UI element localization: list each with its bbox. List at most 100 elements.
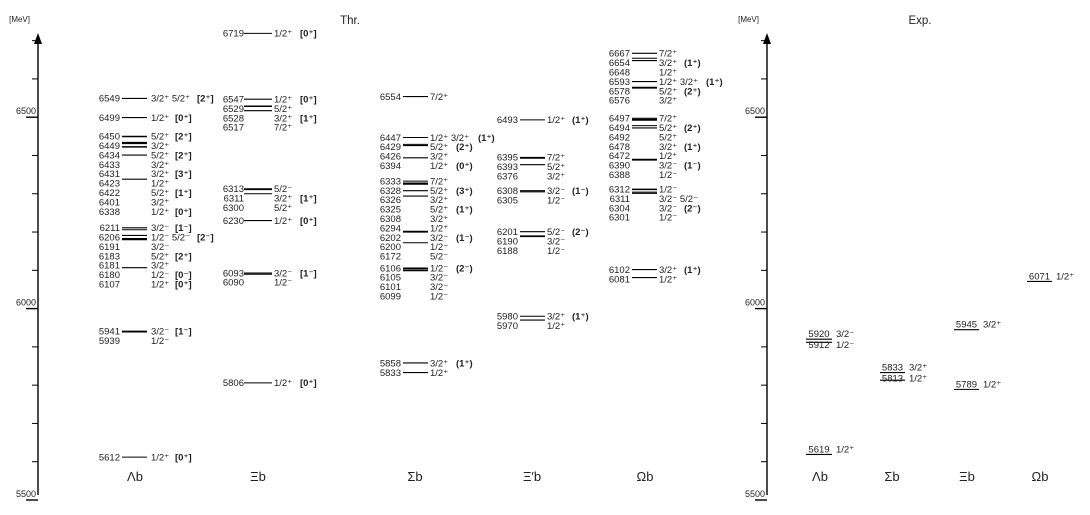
thr-level-mass: 6395 (497, 153, 518, 164)
thr-level-jp: 3/2⁺ (151, 261, 169, 272)
exp-level-mass: 6071 (1029, 271, 1050, 282)
thr-level-mass: 6313 (223, 184, 244, 195)
thr-level-tag: [2⁺] (175, 150, 192, 161)
thr-level-jp: 5/2⁺ (547, 162, 565, 173)
thr-level-mass: 6190 (497, 236, 518, 247)
thr-level-mass: 6308 (380, 214, 401, 225)
thr-level-jp: 1/2⁻ (151, 336, 169, 347)
thr-level-jp: 7/2⁺ (547, 153, 565, 164)
thr-level-jp: 1/2⁺ (430, 161, 448, 172)
thr-level-mass: 6191 (99, 242, 120, 253)
thr-level-tag: (1⁺) (684, 58, 701, 69)
thr-level-tag: [1⁻] (175, 326, 192, 337)
thr-level-jp: 5/2⁻ (430, 252, 448, 263)
thr-level-jp: 1/2⁻ (274, 278, 292, 289)
thr-level-jp: 3/2⁻ (547, 236, 565, 247)
thr-level-jp: 3/2⁻ (151, 223, 169, 234)
thr-level-mass: 6181 (99, 261, 120, 272)
thr-level-mass: 6090 (223, 278, 244, 289)
thr-level-tag: [0⁻] (175, 270, 192, 281)
thr-level-mass: 6328 (380, 186, 401, 197)
thr-level-jp: 3/2⁻ 5/2⁻ (659, 194, 698, 205)
exp-level-jp: 3/2⁺ (983, 320, 1001, 331)
thr-level-mass: 6401 (99, 197, 120, 208)
thr-level-jp: 3/2⁺ (151, 197, 169, 208)
thr-level-tag: [1⁺] (300, 193, 317, 204)
thr-level-jp: 3/2⁺ (151, 141, 169, 152)
thr-level-tag: (2⁻) (572, 227, 589, 238)
exp-level-jp: 1/2⁺ (836, 444, 854, 455)
thr-level-tag: [1⁻] (175, 223, 192, 234)
thr-level-mass: 6211 (100, 223, 120, 234)
thr-level-jp: 1/2⁺ (274, 378, 292, 389)
thr-level-mass: 6393 (497, 162, 518, 173)
thr-level-mass: 6304 (609, 203, 630, 214)
exp-level-jp: 1/2⁺ (909, 374, 927, 385)
thr-level-jp: 5/2⁺ (151, 188, 169, 199)
thr-level-mass: 6554 (380, 92, 401, 103)
thr-level-mass: 6308 (497, 186, 518, 197)
thr-unit-label: [MeV] (9, 15, 30, 24)
thr-level-jp: 3/2⁺ (659, 58, 677, 69)
thr-level-jp: 1/2⁺ 3/2⁺ (659, 77, 698, 88)
thr-level-mass: 6325 (380, 205, 401, 216)
thr-level-jp: 1/2⁺ (547, 115, 565, 126)
thr-level-tag: (1⁺) (572, 312, 589, 323)
thr-level-mass: 6230 (223, 216, 244, 227)
thr-level-mass: 5970 (497, 321, 518, 332)
thr-level-mass: 6493 (497, 115, 518, 126)
thr-level-tag: (1⁺) (456, 205, 473, 216)
thr-level-tag: (2⁻) (684, 203, 701, 214)
exp-title: Exp. (908, 15, 931, 27)
thr-level-jp: 5/2⁺ (430, 205, 448, 216)
thr-level-jp: 1/2⁻ (547, 246, 565, 257)
exp-column-label: Ωb (1032, 469, 1049, 484)
exp-level-jp: 1/2⁻ (836, 340, 854, 351)
thr-level-jp: 1/2⁺ (274, 216, 292, 227)
thr-level-mass: 6326 (380, 195, 401, 206)
thr-level-mass: 6390 (609, 161, 630, 172)
thr-level-jp: 7/2⁺ (430, 92, 448, 103)
thr-level-mass: 6183 (99, 251, 120, 262)
thr-level-jp: 3/2⁺ (659, 142, 677, 153)
thr-level-mass: 6576 (609, 96, 630, 107)
thr-level-mass: 6388 (609, 170, 630, 181)
thr-level-jp: 3/2⁺ (430, 195, 448, 206)
thr-level-jp: 1/2⁺ (430, 368, 448, 379)
thr-level-mass: 6312 (609, 184, 630, 195)
thr-level-tag: [0⁺] (175, 207, 192, 218)
exp-unit-label: [MeV] (738, 15, 759, 24)
thr-level-mass: 5806 (223, 378, 244, 389)
thr-level-mass: 6472 (609, 151, 630, 162)
thr-level-tag: (1⁺) (572, 115, 589, 126)
thr-level-tag: [2⁺] (175, 132, 192, 143)
thr-level-mass: 6654 (609, 58, 630, 69)
exp-level-jp: 3/2⁻ (836, 329, 854, 340)
thr-level-mass: 6449 (99, 141, 120, 152)
thr-level-jp: 3/2⁺ 5/2⁺ (151, 94, 190, 105)
thr-level-mass: 6719 (223, 29, 244, 40)
exp-level-mass: 5833 (882, 363, 903, 374)
thr-level-tag: [3⁺] (175, 169, 192, 180)
thr-level-jp: 3/2⁺ (151, 160, 169, 171)
thr-level-mass: 6394 (380, 161, 401, 172)
thr-level-jp: 1/2⁺ (659, 151, 677, 162)
thr-level-mass: 6305 (497, 195, 518, 206)
exp-level-mass: 5912 (808, 340, 829, 351)
thr-level-jp: 5/2⁺ (430, 186, 448, 197)
thr-level-mass: 6105 (380, 273, 401, 284)
thr-level-jp: 1/2⁺ (659, 67, 677, 78)
thr-level-mass: 6172 (380, 252, 401, 263)
exp-column-label: Λb (812, 469, 828, 484)
thr-level-jp: 1/2⁺ (274, 95, 292, 106)
thr-level-tag: (1⁺) (706, 77, 723, 88)
thr-level-jp: 3/2⁺ (547, 312, 565, 323)
thr-level-jp: 1/2⁺ (151, 207, 169, 218)
thr-level-jp: 7/2⁺ (430, 176, 448, 187)
exp-tick-label: 5500 (745, 489, 765, 499)
thr-level-jp: 5/2⁺ (151, 132, 169, 143)
thr-level-jp: 3/2⁺ (151, 169, 169, 180)
exp-level-mass: 5920 (808, 329, 829, 340)
thr-level-jp: 3/2⁺ (430, 358, 448, 369)
thr-level-mass: 6450 (99, 132, 120, 143)
